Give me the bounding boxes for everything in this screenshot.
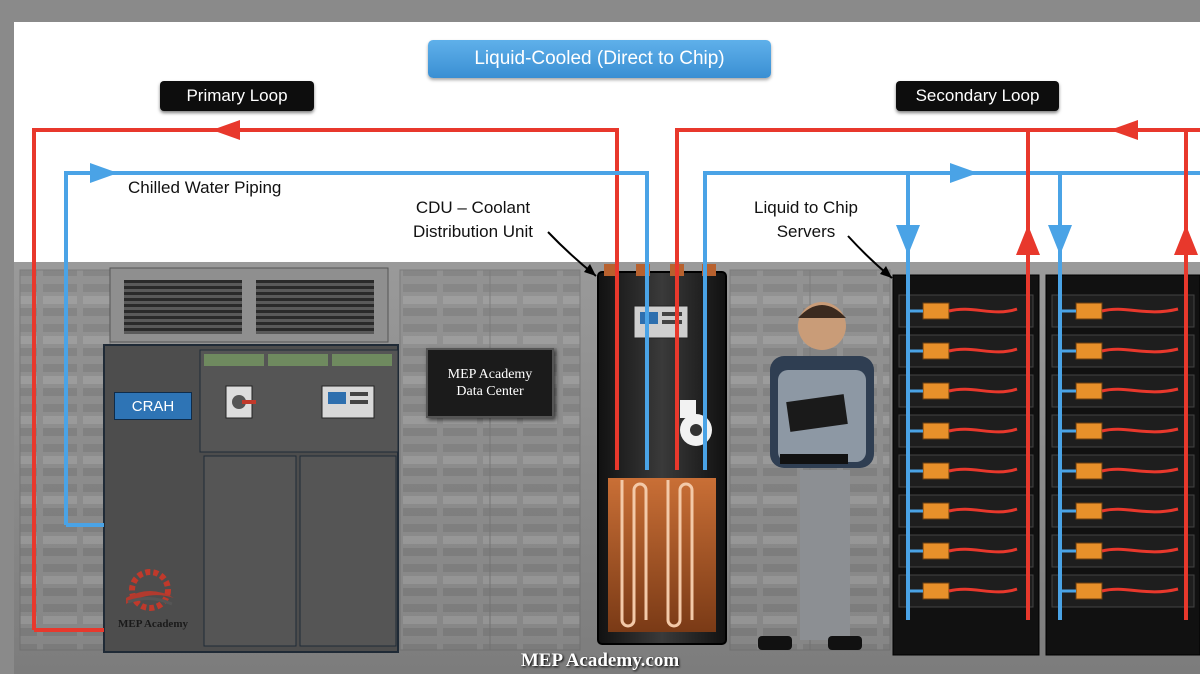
server-rack-2 <box>1045 274 1200 656</box>
footer-website: MEP Academy.com <box>520 650 680 671</box>
flow-arrow-red <box>212 120 240 140</box>
primary-blue-pipe <box>64 171 649 525</box>
server-unit <box>898 414 1034 448</box>
server-unit <box>898 374 1034 408</box>
cdu-label-line2: Distribution Unit <box>413 222 533 241</box>
secondary-loop-piping <box>615 120 1200 620</box>
sign-line1: MEP Academy <box>447 367 533 382</box>
server-unit <box>898 574 1034 608</box>
primary-loop-piping <box>32 120 649 632</box>
primary-loop-tag: Primary Loop <box>160 81 314 111</box>
server-unit <box>898 294 1034 328</box>
server-unit <box>1051 414 1195 448</box>
chilled-water-label: Chilled Water Piping <box>128 178 282 197</box>
servers-label-line1: Liquid to Chip <box>754 198 858 217</box>
crah-vent-right <box>256 280 374 334</box>
sign-line2: Data Center <box>456 384 524 399</box>
server-unit <box>1051 574 1195 608</box>
server-unit <box>898 494 1034 528</box>
server-rack-1 <box>892 274 1040 656</box>
server-unit <box>898 534 1034 568</box>
diagram-title: Liquid-Cooled (Direct to Chip) <box>428 40 771 78</box>
cdu-label-line1: CDU – Coolant <box>415 198 531 217</box>
crah-label: CRAH <box>114 392 192 420</box>
server-unit <box>1051 374 1195 408</box>
person-technician <box>758 302 874 650</box>
server-unit <box>1051 454 1195 488</box>
cdu-label: CDU – Coolant Distribution Unit <box>396 196 550 244</box>
server-unit <box>1051 494 1195 528</box>
heat-exchanger <box>608 478 716 632</box>
gear-logo-icon <box>126 569 174 611</box>
secondary-loop-tag: Secondary Loop <box>896 81 1059 111</box>
flow-arrow-blue <box>90 163 118 183</box>
server-unit <box>1051 294 1195 328</box>
cdu-unit <box>597 264 727 645</box>
crah-vent-left <box>124 280 242 334</box>
primary-red-pipe <box>32 128 619 630</box>
server-unit <box>1051 534 1195 568</box>
data-center-sign: MEP Academy Data Center <box>426 348 554 418</box>
secondary-red-pipe <box>675 128 1200 272</box>
logo-text: MEP Academy <box>118 618 188 630</box>
servers-label: Liquid to Chip Servers <box>740 196 872 244</box>
server-unit <box>1051 334 1195 368</box>
server-unit <box>898 334 1034 368</box>
servers-label-line2: Servers <box>776 222 836 241</box>
crah-unit <box>103 267 399 653</box>
secondary-blue-pipe <box>703 171 1200 395</box>
server-unit <box>898 454 1034 488</box>
